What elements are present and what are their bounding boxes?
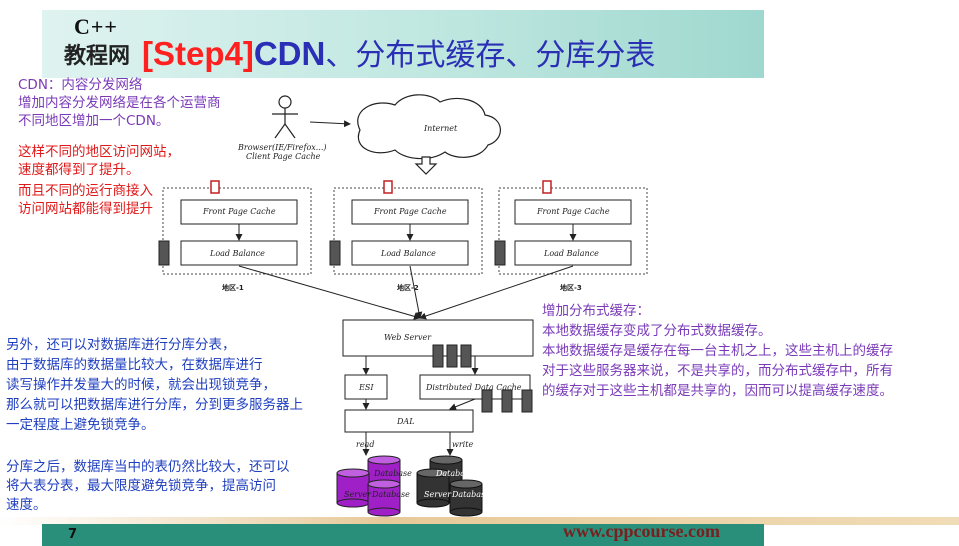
title-cdn: CDN	[253, 35, 326, 72]
write-label: write	[452, 440, 473, 449]
cache-line3: 本地数据缓存是缓存在每一台主机之上，这些主机上的缓存	[542, 343, 893, 359]
region-label: 地区-1	[222, 283, 244, 292]
cdn-red-line2: 速度都得到了提升。	[18, 162, 140, 178]
server-rack-icon	[432, 344, 472, 368]
slide-title: [Step4]CDN、分布式缓存、分库分表	[142, 30, 655, 74]
partition-line3: 速度。	[6, 497, 47, 513]
esi-box	[344, 374, 388, 400]
region-label: 地区-2	[397, 283, 419, 292]
title-rest: 、分布式缓存、分库分表	[325, 38, 656, 73]
sharding-line1: 另外，还可以对数据库进行分库分表，	[6, 337, 236, 353]
cdn-text-line1: CDN：内容分发网络	[18, 77, 143, 93]
db-label: Server	[344, 490, 372, 499]
internet-cloud-icon	[357, 94, 501, 160]
partition-line2: 将大表分表，最大限度避免锁竞争，提高访问	[6, 478, 276, 494]
database-icon	[336, 468, 370, 508]
site-url: www.cppcourse.com	[563, 521, 720, 541]
region-2: Front Page Cache Load Balance 地区-2	[329, 180, 483, 292]
sharding-line2: 由于数据库的数据量比较大，在数据库进行	[6, 357, 263, 373]
page-number: 7	[68, 527, 78, 542]
dal-label: DAL	[396, 417, 415, 426]
internet-label: Internet	[423, 124, 458, 133]
cdn-text-line2: 增加内容分发网络是在各个运营商	[18, 95, 221, 111]
dal-box	[344, 409, 474, 433]
database-group-write: Database Server Database	[416, 455, 490, 517]
db-label: Database	[435, 469, 474, 478]
logo-site-name: 教程网	[64, 43, 131, 69]
cache-line1: 增加分布式缓存：	[542, 303, 650, 319]
sharding-line3: 读写操作并发量大的时候，就会出现锁竞争，	[6, 377, 276, 393]
db-label: Server	[424, 490, 452, 499]
front-cache-label: Front Page Cache	[202, 207, 276, 216]
database-group-read: Database Server Database	[336, 455, 412, 517]
database-icon	[449, 479, 483, 517]
load-balance-label: Load Balance	[380, 249, 436, 258]
sharding-line5: 一定程度上避免锁竞争。	[6, 417, 155, 433]
footer-bar	[42, 524, 764, 546]
database-icon	[416, 468, 450, 508]
cache-line4: 对于这些服务器来说，不是共享的，而分布式缓存中，所有	[542, 363, 893, 379]
front-cache-label: Front Page Cache	[373, 207, 447, 216]
browser-label-line2: Client Page Cache	[246, 152, 321, 161]
esi-label: ESI	[358, 383, 374, 392]
cache-server-icon	[481, 389, 533, 413]
load-balance-label: Load Balance	[209, 249, 265, 258]
header-band	[42, 10, 764, 78]
region-label: 地区-3	[560, 283, 582, 292]
load-balance-label: Load Balance	[543, 249, 599, 258]
cache-line5: 的缓存对于这些主机都是共享的，因而可以提高缓存速度。	[542, 383, 893, 399]
down-arrow-icon	[414, 156, 438, 175]
title-step: [Step4]	[142, 35, 254, 72]
read-label: read	[356, 440, 374, 449]
region-1: Front Page Cache Load Balance 地区-1	[158, 180, 312, 292]
partition-line1: 分库之后，数据库当中的表仍然比较大，还可以	[6, 459, 290, 475]
cdn-red-line1: 这样不同的地区访问网站，	[18, 144, 180, 160]
cache-line2: 本地数据缓存变成了分布式数据缓存。	[542, 323, 772, 339]
database-icon	[367, 479, 401, 517]
distributed-cache-label: Distributed Data Cache	[425, 383, 522, 392]
cdn-red-line4: 访问网站都能得到提升	[18, 201, 153, 217]
front-cache-label: Front Page Cache	[536, 207, 610, 216]
sharding-line4: 那么就可以把数据库进行分库，分到更多服务器上	[6, 397, 303, 413]
db-label: Database	[373, 469, 412, 478]
browser-label-line1: Browser(IE/Firefox...)	[237, 143, 327, 152]
cdn-red-line3: 而且不同的运行商接入	[18, 183, 153, 199]
region-3: Front Page Cache Load Balance 地区-3	[494, 180, 648, 292]
user-figure-icon	[272, 95, 298, 139]
web-server-label: Web Server	[384, 333, 432, 342]
logo-cpp: C++	[74, 14, 118, 39]
db-label: Database	[451, 490, 490, 499]
db-label: Database	[371, 490, 410, 499]
footer-accent-band	[0, 517, 959, 525]
cdn-text-line3: 不同地区增加一个CDN。	[18, 113, 170, 129]
